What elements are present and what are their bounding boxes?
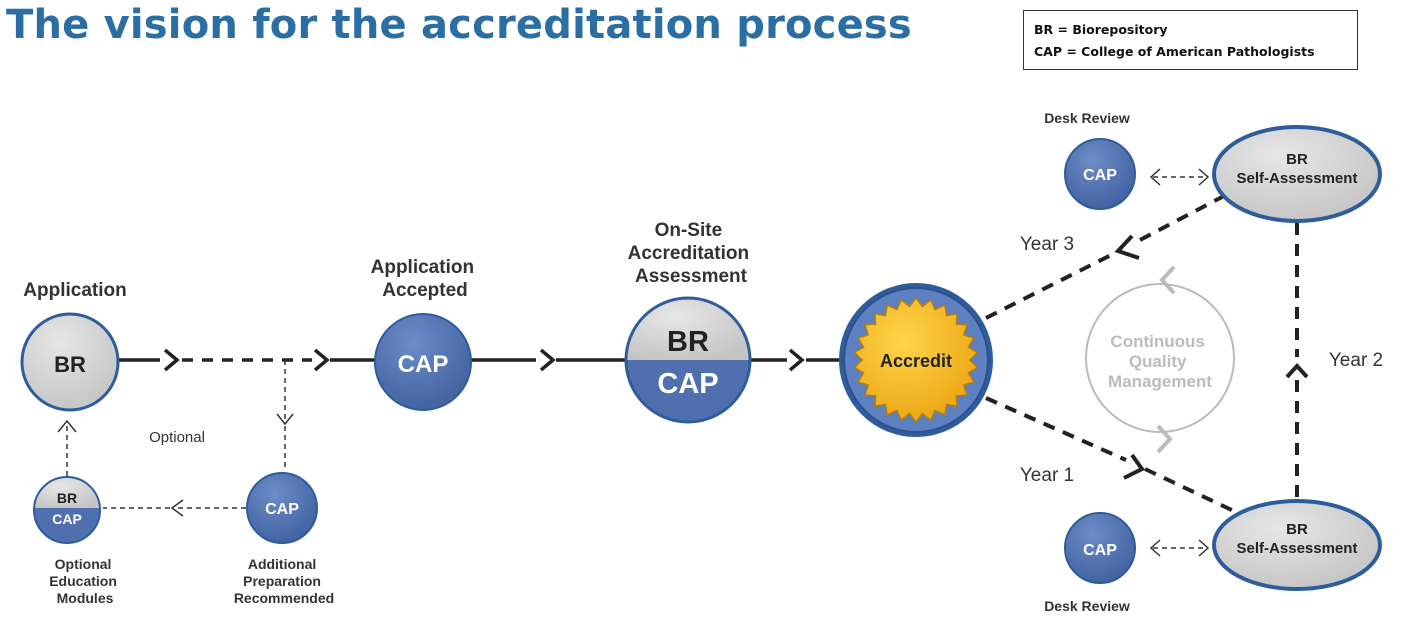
continuous-quality-cycle: Continuous Quality Management	[1085, 265, 1235, 454]
cycle-connectors	[985, 194, 1309, 514]
desk-review-top-node-label: CAP	[1083, 167, 1117, 184]
education-node-bottom-label: CAP	[52, 511, 82, 527]
legend-entry-br: BR = Biorepository	[1034, 22, 1168, 37]
self-assessment-bottom-node: BR Self-Assessment	[1212, 499, 1382, 591]
education-node-top-label: BR	[57, 490, 77, 506]
cycle-label: Continuous	[1110, 332, 1204, 351]
self-assessment-bottom-line2: Self-Assessment	[1237, 540, 1358, 557]
accredit-node-label: Accredit	[880, 351, 952, 371]
desk-review-connectors	[1149, 168, 1210, 557]
preparation-label: Additional Preparation Recommended	[234, 556, 334, 606]
legend-box: BR = Biorepository CAP = College of Amer…	[1023, 10, 1358, 70]
main-flow-connectors	[118, 348, 840, 372]
desk-review-top-label: Desk Review	[1044, 110, 1130, 126]
onsite-label: On-Site Accreditation Assessment	[628, 220, 755, 287]
application-label: Application	[23, 280, 126, 301]
cycle-label: Quality	[1129, 352, 1187, 371]
self-assessment-top-node: BR Self-Assessment	[1212, 125, 1382, 223]
self-assessment-top-line1: BR	[1286, 151, 1308, 168]
optional-path-connectors	[66, 360, 286, 509]
optional-label: Optional	[149, 429, 205, 446]
year3-label: Year 3	[1020, 234, 1074, 255]
preparation-node-label: CAP	[265, 501, 299, 518]
onsite-node-bottom-label: CAP	[657, 368, 718, 400]
application-node: BR	[20, 312, 120, 412]
accepted-node-label: CAP	[398, 351, 449, 378]
cycle-arrow-icon	[1156, 424, 1173, 454]
accreditation-seal-icon	[853, 296, 979, 424]
legend-entry-cap: CAP = College of American Pathologists	[1034, 44, 1315, 59]
cycle-label: Management	[1108, 372, 1212, 391]
optional-path-arrowheads	[57, 413, 294, 517]
page-title: The vision for the accreditation process	[6, 2, 912, 48]
preparation-node: CAP	[246, 472, 318, 544]
self-assessment-top-line2: Self-Assessment	[1237, 170, 1358, 187]
accepted-node: CAP	[374, 313, 472, 411]
accredit-node: Accredit	[839, 283, 993, 437]
year1-label: Year 1	[1020, 465, 1074, 486]
education-label: Optional Education Modules	[49, 556, 121, 606]
application-node-label: BR	[54, 352, 86, 377]
desk-review-bottom-node-label: CAP	[1083, 542, 1117, 559]
desk-review-top-node: CAP	[1064, 138, 1136, 210]
year2-label: Year 2	[1329, 350, 1383, 371]
desk-review-bottom-label: Desk Review	[1044, 598, 1130, 614]
svg-text:Continuous Quality: Continuous Quality Management	[1108, 332, 1212, 391]
desk-review-bottom-node: CAP	[1064, 512, 1136, 584]
education-node: BR CAP	[33, 476, 101, 544]
onsite-node-top-label: BR	[667, 326, 709, 358]
cycle-arrow-icon	[1159, 265, 1176, 295]
accepted-label: Application Accepted	[371, 257, 480, 301]
self-assessment-bottom-line1: BR	[1286, 521, 1308, 538]
onsite-node: BR CAP	[624, 296, 752, 424]
